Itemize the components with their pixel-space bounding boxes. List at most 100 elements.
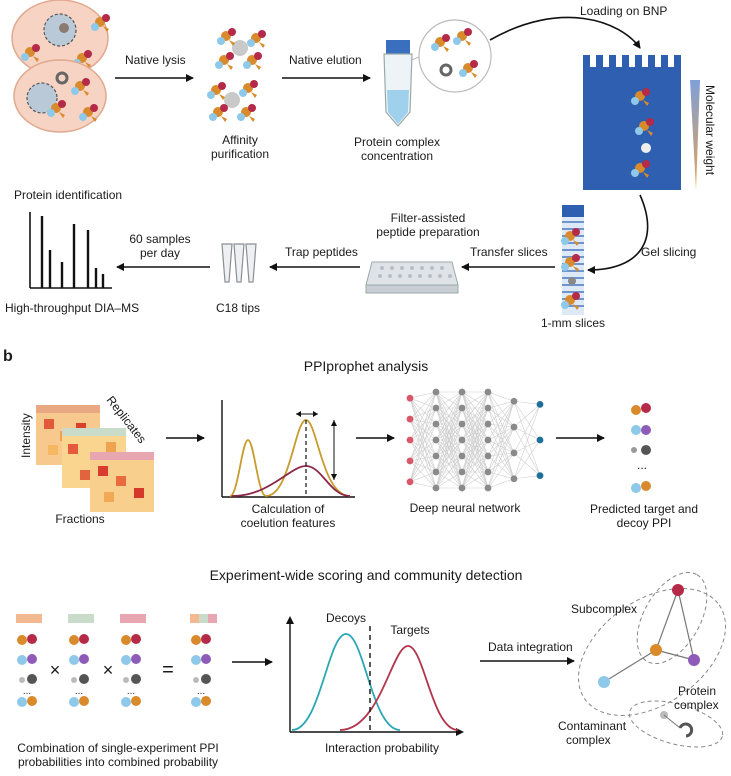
dnn-node bbox=[536, 472, 544, 480]
protein-glyph bbox=[27, 696, 37, 706]
dnn-link bbox=[409, 423, 437, 462]
c18-tips-label: C18 tips bbox=[216, 301, 260, 315]
dnn-link bbox=[435, 423, 463, 489]
dnn-node bbox=[484, 452, 492, 460]
protein-glyph bbox=[79, 674, 89, 684]
dnn-link bbox=[409, 391, 437, 399]
coelution-plot bbox=[221, 400, 355, 498]
dia-ms-label: High-throughput DIA–MS bbox=[5, 301, 139, 315]
protein-glyph bbox=[193, 677, 199, 683]
protein-glyph bbox=[27, 654, 37, 664]
protein-complex-b-label-1: Protein bbox=[678, 684, 716, 698]
ppiprophet-title: PPIprophet analysis bbox=[304, 358, 429, 374]
dnn-graph bbox=[409, 391, 541, 489]
dnn-node bbox=[458, 436, 466, 444]
dnn-node bbox=[406, 436, 414, 444]
dnn-link bbox=[487, 391, 515, 479]
dnn-node bbox=[536, 436, 544, 444]
dnn-link bbox=[461, 407, 489, 489]
dnn-link bbox=[487, 439, 515, 454]
predicted-ppis bbox=[631, 403, 651, 493]
dnn-link bbox=[409, 407, 437, 482]
coelution-label-2: coelution features bbox=[241, 516, 336, 530]
magnified-view bbox=[411, 19, 492, 93]
dnn-link bbox=[513, 404, 541, 454]
dnn-link bbox=[435, 407, 463, 489]
dnn-link bbox=[513, 404, 541, 428]
dnn-node bbox=[510, 449, 518, 457]
protein-glyph bbox=[121, 635, 131, 645]
protein-glyph bbox=[69, 697, 79, 707]
native-elution-label: Native elution bbox=[289, 53, 362, 67]
dnn-link bbox=[513, 475, 541, 480]
protein-glyph bbox=[79, 654, 89, 664]
dnn-node bbox=[536, 400, 544, 408]
dnn-link bbox=[409, 391, 437, 482]
dnn-node bbox=[484, 404, 492, 412]
protein-glyph bbox=[191, 635, 201, 645]
filter-assisted-label-1: Filter-assisted bbox=[391, 211, 466, 225]
equals-sign: = bbox=[162, 659, 174, 681]
dnn-node bbox=[510, 475, 518, 483]
protein-glyph bbox=[131, 654, 141, 664]
dnn-node bbox=[458, 404, 466, 412]
dnn-node bbox=[458, 484, 466, 492]
cell-1 bbox=[11, 0, 110, 77]
predicted-label-1: Predicted target and bbox=[590, 502, 698, 516]
combination-columns: ............ bbox=[16, 614, 217, 707]
dnn-link bbox=[487, 452, 515, 489]
c18-tips bbox=[221, 243, 257, 283]
dnn-link bbox=[409, 439, 437, 457]
native-lysis-label: Native lysis bbox=[125, 53, 186, 67]
dnn-node bbox=[432, 404, 440, 412]
dnn-link bbox=[513, 404, 541, 479]
intensity-label: Intensity bbox=[19, 413, 33, 458]
samples-label-1: 60 samples bbox=[129, 232, 190, 246]
affinity-beads bbox=[207, 28, 266, 122]
protein-glyph bbox=[121, 697, 131, 707]
dnn-node bbox=[406, 394, 414, 402]
dnn-link bbox=[487, 426, 515, 441]
protein-glyph bbox=[131, 696, 141, 706]
protein-glyph bbox=[191, 697, 201, 707]
one-mm-slices-label: 1-mm slices bbox=[541, 316, 605, 330]
interaction-probability-label: Interaction probability bbox=[325, 741, 439, 755]
column-ellipsis: ... bbox=[127, 686, 135, 697]
loading-arrow bbox=[489, 16, 641, 49]
affinity-label-2: purification bbox=[211, 147, 269, 161]
dnn-link bbox=[461, 391, 489, 441]
protein-glyph bbox=[201, 674, 211, 684]
dnn-link bbox=[487, 426, 515, 473]
dnn-link bbox=[487, 391, 515, 402]
dnn-link bbox=[409, 460, 437, 473]
protein-glyph bbox=[79, 634, 89, 644]
dnn-link bbox=[513, 439, 541, 479]
dnn-link bbox=[409, 439, 437, 462]
decoys-label: Decoys bbox=[326, 611, 366, 625]
dnn-link bbox=[487, 452, 515, 457]
dnn-link bbox=[513, 401, 541, 441]
dnn-link bbox=[461, 423, 489, 489]
ppi-ellipsis: ... bbox=[637, 458, 647, 472]
multiply-sign-2: × bbox=[103, 660, 114, 680]
protein-glyph bbox=[17, 697, 27, 707]
dnn-link bbox=[513, 426, 541, 476]
dnn-node bbox=[484, 420, 492, 428]
protein-glyph bbox=[121, 655, 131, 665]
dnn-link bbox=[487, 407, 515, 479]
dnn-node bbox=[458, 388, 466, 396]
dnn-link bbox=[409, 398, 437, 489]
protein-glyph bbox=[71, 677, 77, 683]
protein-complex-b-label-2: complex bbox=[674, 698, 719, 712]
dnn-link bbox=[513, 426, 541, 441]
dnn-node bbox=[484, 388, 492, 396]
dnn-link bbox=[487, 452, 515, 473]
dnn-link bbox=[409, 481, 437, 489]
dnn-link bbox=[409, 418, 437, 441]
dnn-link bbox=[487, 423, 515, 454]
dnn-link bbox=[487, 401, 515, 425]
dnn-node bbox=[510, 423, 518, 431]
protein-glyph bbox=[123, 677, 129, 683]
column-ellipsis: ... bbox=[75, 686, 83, 697]
